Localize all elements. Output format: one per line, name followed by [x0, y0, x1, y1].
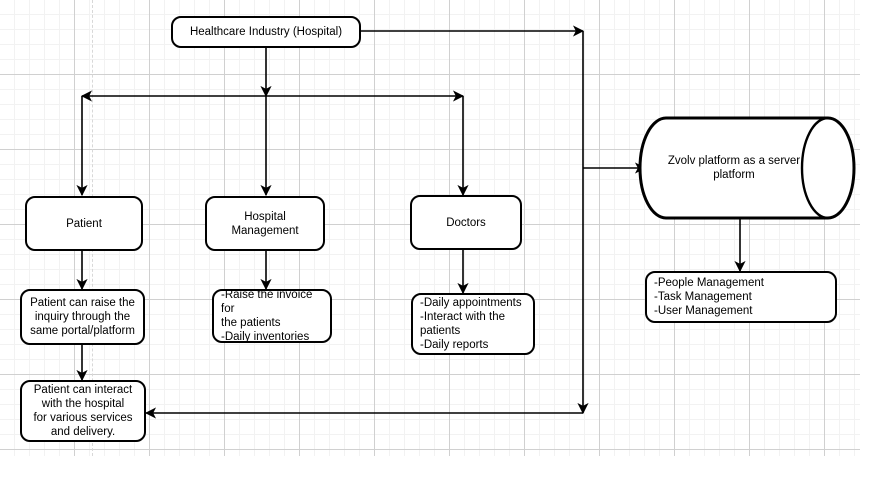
cylinder-shape: [638, 116, 856, 220]
node-patient-label: Patient: [66, 217, 102, 230]
node-management-list[interactable]: -People Management -Task Management -Use…: [645, 271, 837, 323]
node-hospital-management[interactable]: Hospital Management: [205, 196, 325, 251]
node-patient-detail-label: Patient can raise the inquiry through th…: [30, 297, 135, 337]
node-server-platform[interactable]: Zvolv platform as a server platform: [638, 116, 856, 220]
node-hospital-management-label: Hospital Management: [231, 210, 299, 237]
node-management-list-label: -People Management -Task Management -Use…: [654, 277, 764, 317]
node-doctors-detail-label: -Daily appointments -Interact with the p…: [420, 297, 522, 351]
node-doctors-detail[interactable]: -Daily appointments -Interact with the p…: [411, 293, 535, 355]
node-server-platform-label-wrap: Zvolv platform as a server platform: [638, 116, 856, 220]
node-hospital-management-detail[interactable]: -Raise the invoice for the patients -Dai…: [212, 289, 332, 343]
node-patient-outcome-label: Patient can interact with the hospital f…: [33, 384, 133, 438]
node-doctors[interactable]: Doctors: [410, 195, 522, 250]
node-healthcare-industry[interactable]: Healthcare Industry (Hospital): [171, 16, 361, 48]
node-patient-detail[interactable]: Patient can raise the inquiry through th…: [20, 289, 145, 345]
node-patient-outcome[interactable]: Patient can interact with the hospital f…: [20, 380, 146, 442]
node-patient[interactable]: Patient: [25, 196, 143, 251]
node-hospital-management-detail-label: -Raise the invoice for the patients -Dai…: [221, 289, 313, 343]
node-server-platform-label: Zvolv platform as a server platform: [667, 155, 801, 181]
node-healthcare-industry-label: Healthcare Industry (Hospital): [189, 26, 343, 38]
node-doctors-label: Doctors: [446, 216, 486, 229]
